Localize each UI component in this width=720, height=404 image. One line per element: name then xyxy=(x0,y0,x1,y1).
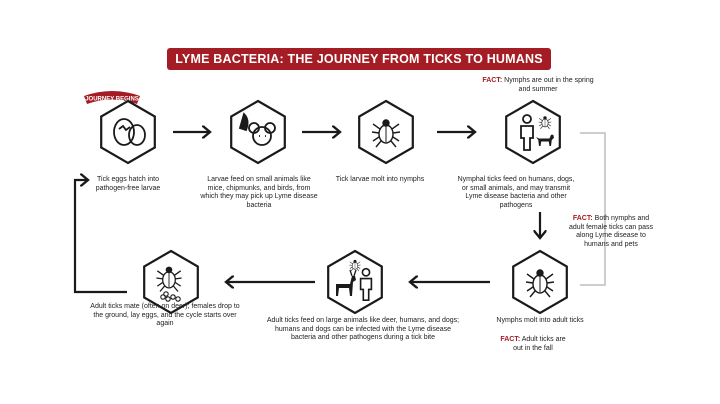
fact-2-text: Both nymphs and adult female ticks can p… xyxy=(568,215,654,248)
fact-3-text: Adult ticks are out in the fall xyxy=(513,336,566,352)
step-7-caption: Adult ticks mate (often on deer); female… xyxy=(90,303,240,327)
arrow-7-1 xyxy=(73,180,127,294)
step-6-hexagon xyxy=(327,249,383,315)
title-banner: LYME BACTERIA: THE JOURNEY FROM TICKS TO… xyxy=(167,48,551,70)
tick-icon xyxy=(371,119,401,148)
mouse-bird-icon xyxy=(238,112,276,146)
fact-2-label: FACT: xyxy=(572,215,593,222)
step-3-caption: Tick larvae molt into nymphs xyxy=(335,176,425,183)
step-3-hexagon xyxy=(358,99,414,165)
fact-3-label: FACT: xyxy=(500,336,521,343)
step-5-caption: Nymphs molt into adult ticks xyxy=(496,317,584,324)
step-7-hexagon xyxy=(143,249,199,315)
step-4-hexagon xyxy=(505,99,561,165)
fact-1: FACT: Nymphs are out in the spring and s… xyxy=(478,77,598,94)
step-1-hexagon xyxy=(100,99,156,165)
fact-1-text: Nymphs are out in the spring and summer xyxy=(504,77,594,93)
human-dog-icon xyxy=(520,114,554,151)
tick-eggs-icon xyxy=(156,266,182,302)
flow-arrows xyxy=(73,132,540,294)
step-2-hexagon xyxy=(230,99,286,165)
step-1-caption: Tick eggs hatch into pathogen-free larva… xyxy=(95,176,161,192)
deer-human-icon xyxy=(336,259,373,302)
step-6-caption: Adult ticks feed on large animals like d… xyxy=(266,317,460,341)
fact-2: FACT: Both nymphs and adult female ticks… xyxy=(568,215,654,249)
step-5-hexagon xyxy=(512,249,568,315)
journey-begins-label: JOURNEY BEGINS xyxy=(85,97,139,103)
egg-icon xyxy=(113,118,146,146)
fact-3: FACT: Adult ticks are out in the fall xyxy=(496,336,570,353)
fact-1-label: FACT: xyxy=(482,77,503,84)
tick-icon xyxy=(525,269,555,298)
step-2-caption: Larvae feed on small animals like mice, … xyxy=(200,176,318,209)
step-4-caption: Nymphal ticks feed on humans, dogs, or s… xyxy=(457,176,575,209)
fact-bracket xyxy=(580,132,606,286)
journey-begins-badge: JOURNEY BEGINS xyxy=(84,91,140,104)
